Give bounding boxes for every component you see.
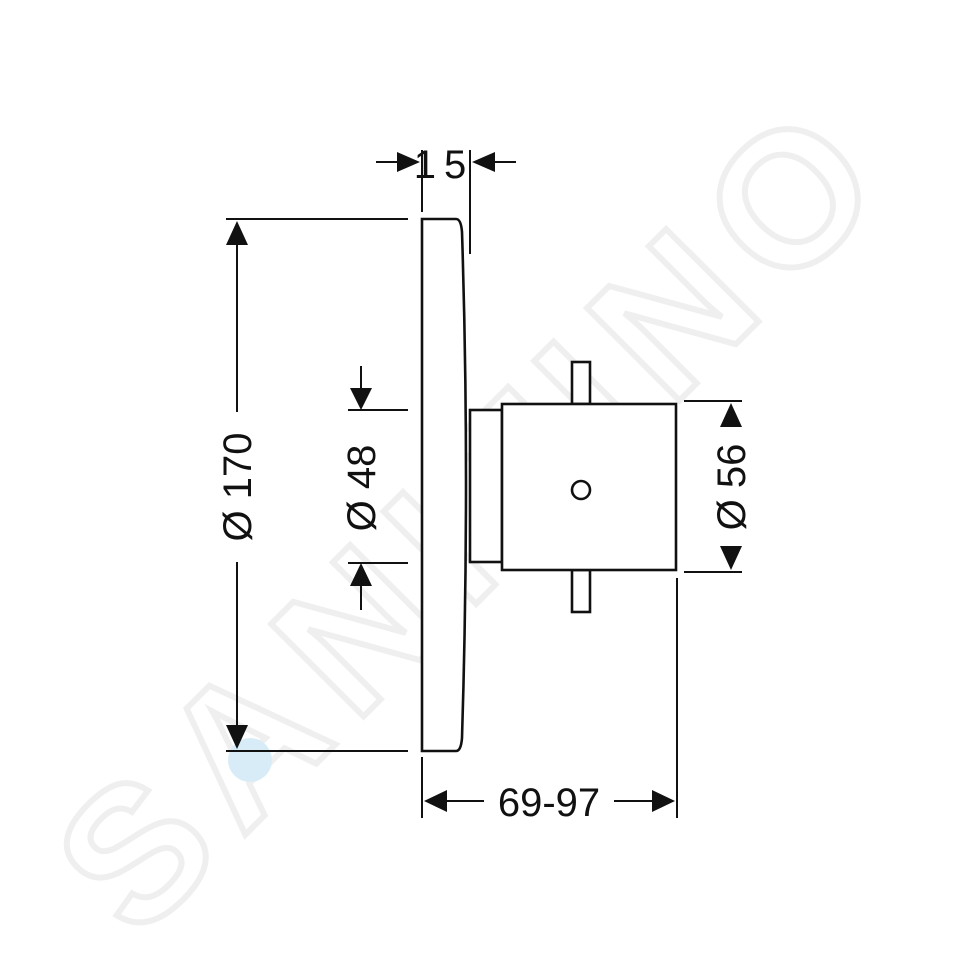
product-body	[420, 217, 678, 753]
dimension-handle-diameter: Ø 56	[684, 400, 754, 573]
thickness-label: 15	[414, 143, 475, 187]
handle-diameter-label: Ø 56	[710, 444, 754, 531]
plate-diameter-label: Ø 170	[216, 433, 260, 542]
handle-lever-top	[570, 360, 592, 406]
handle-lever-bottom	[570, 568, 592, 614]
watermark-dot	[228, 738, 272, 782]
center-marker	[570, 479, 592, 501]
dimension-depth: 69-97	[421, 578, 678, 825]
dimension-inner-diameter: Ø 48	[340, 366, 408, 610]
depth-label: 69-97	[498, 781, 600, 825]
dimension-thickness: 15	[376, 143, 516, 254]
wall-plate	[420, 217, 468, 753]
neck	[468, 408, 504, 564]
dimension-plate-diameter: Ø 170	[216, 218, 408, 752]
inner-diameter-label: Ø 48	[340, 445, 384, 532]
